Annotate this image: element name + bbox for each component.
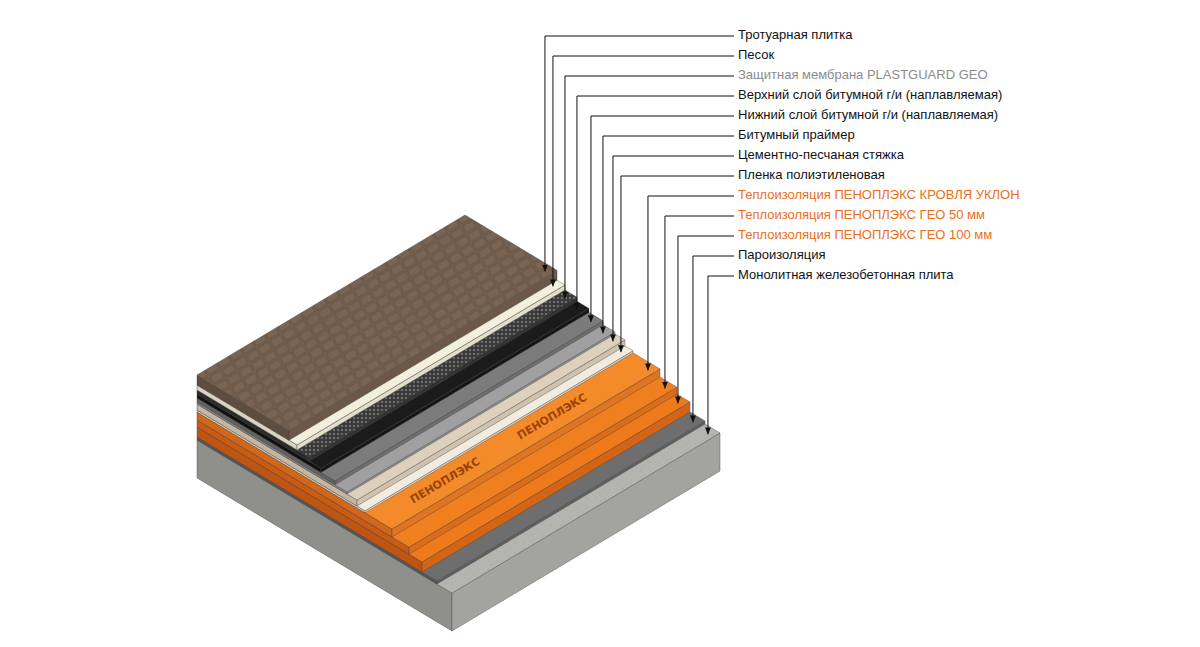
layer-label: Теплоизоляция ПЕНОПЛЭКС КРОВЛЯ УКЛОН	[738, 187, 1020, 202]
leader-line	[613, 156, 734, 341]
leader-line	[678, 236, 734, 403]
leader-line	[603, 136, 734, 333]
layer-label: Битумный праймер	[738, 127, 855, 142]
board-brand-text: ПЕНОПЛЭКС	[516, 392, 590, 443]
leader-line	[693, 256, 734, 422]
layer-label: Защитная мембрана PLASTGUARD GEO	[738, 67, 988, 82]
leader-line	[665, 216, 734, 389]
layer-label: Цементно-песчаная стяжка	[738, 147, 904, 162]
layer-label: Теплоизоляция ПЕНОПЛЭКС ГЕО 50 мм	[738, 207, 985, 222]
layer-label: Монолитная железобетонная плита	[738, 267, 954, 282]
leader-line	[553, 56, 734, 286]
leader-line	[565, 76, 734, 299]
layer-label: Песок	[738, 47, 774, 62]
material-layer	[197, 215, 557, 440]
board-brand-text: ПЕНОПЛЭКС	[408, 456, 482, 507]
leader-line	[591, 116, 734, 322]
layer-label: Теплоизоляция ПЕНОПЛЭКС ГЕО 100 мм	[738, 227, 992, 242]
leader-line	[577, 96, 734, 310]
layer-label: Верхний слой битумной г/и (наплавляемая)	[738, 87, 1002, 102]
leader-line	[708, 276, 734, 434]
layer-label: Тротуарная плитка	[738, 27, 852, 42]
leader-line	[648, 196, 734, 370]
layer-label: Нижний слой битумной г/и (наплавляемая)	[738, 107, 998, 122]
layer-top-face	[197, 215, 557, 430]
layer-label: Пароизоляция	[738, 247, 825, 262]
layer-label: Пленка полиэтиленовая	[738, 167, 885, 182]
